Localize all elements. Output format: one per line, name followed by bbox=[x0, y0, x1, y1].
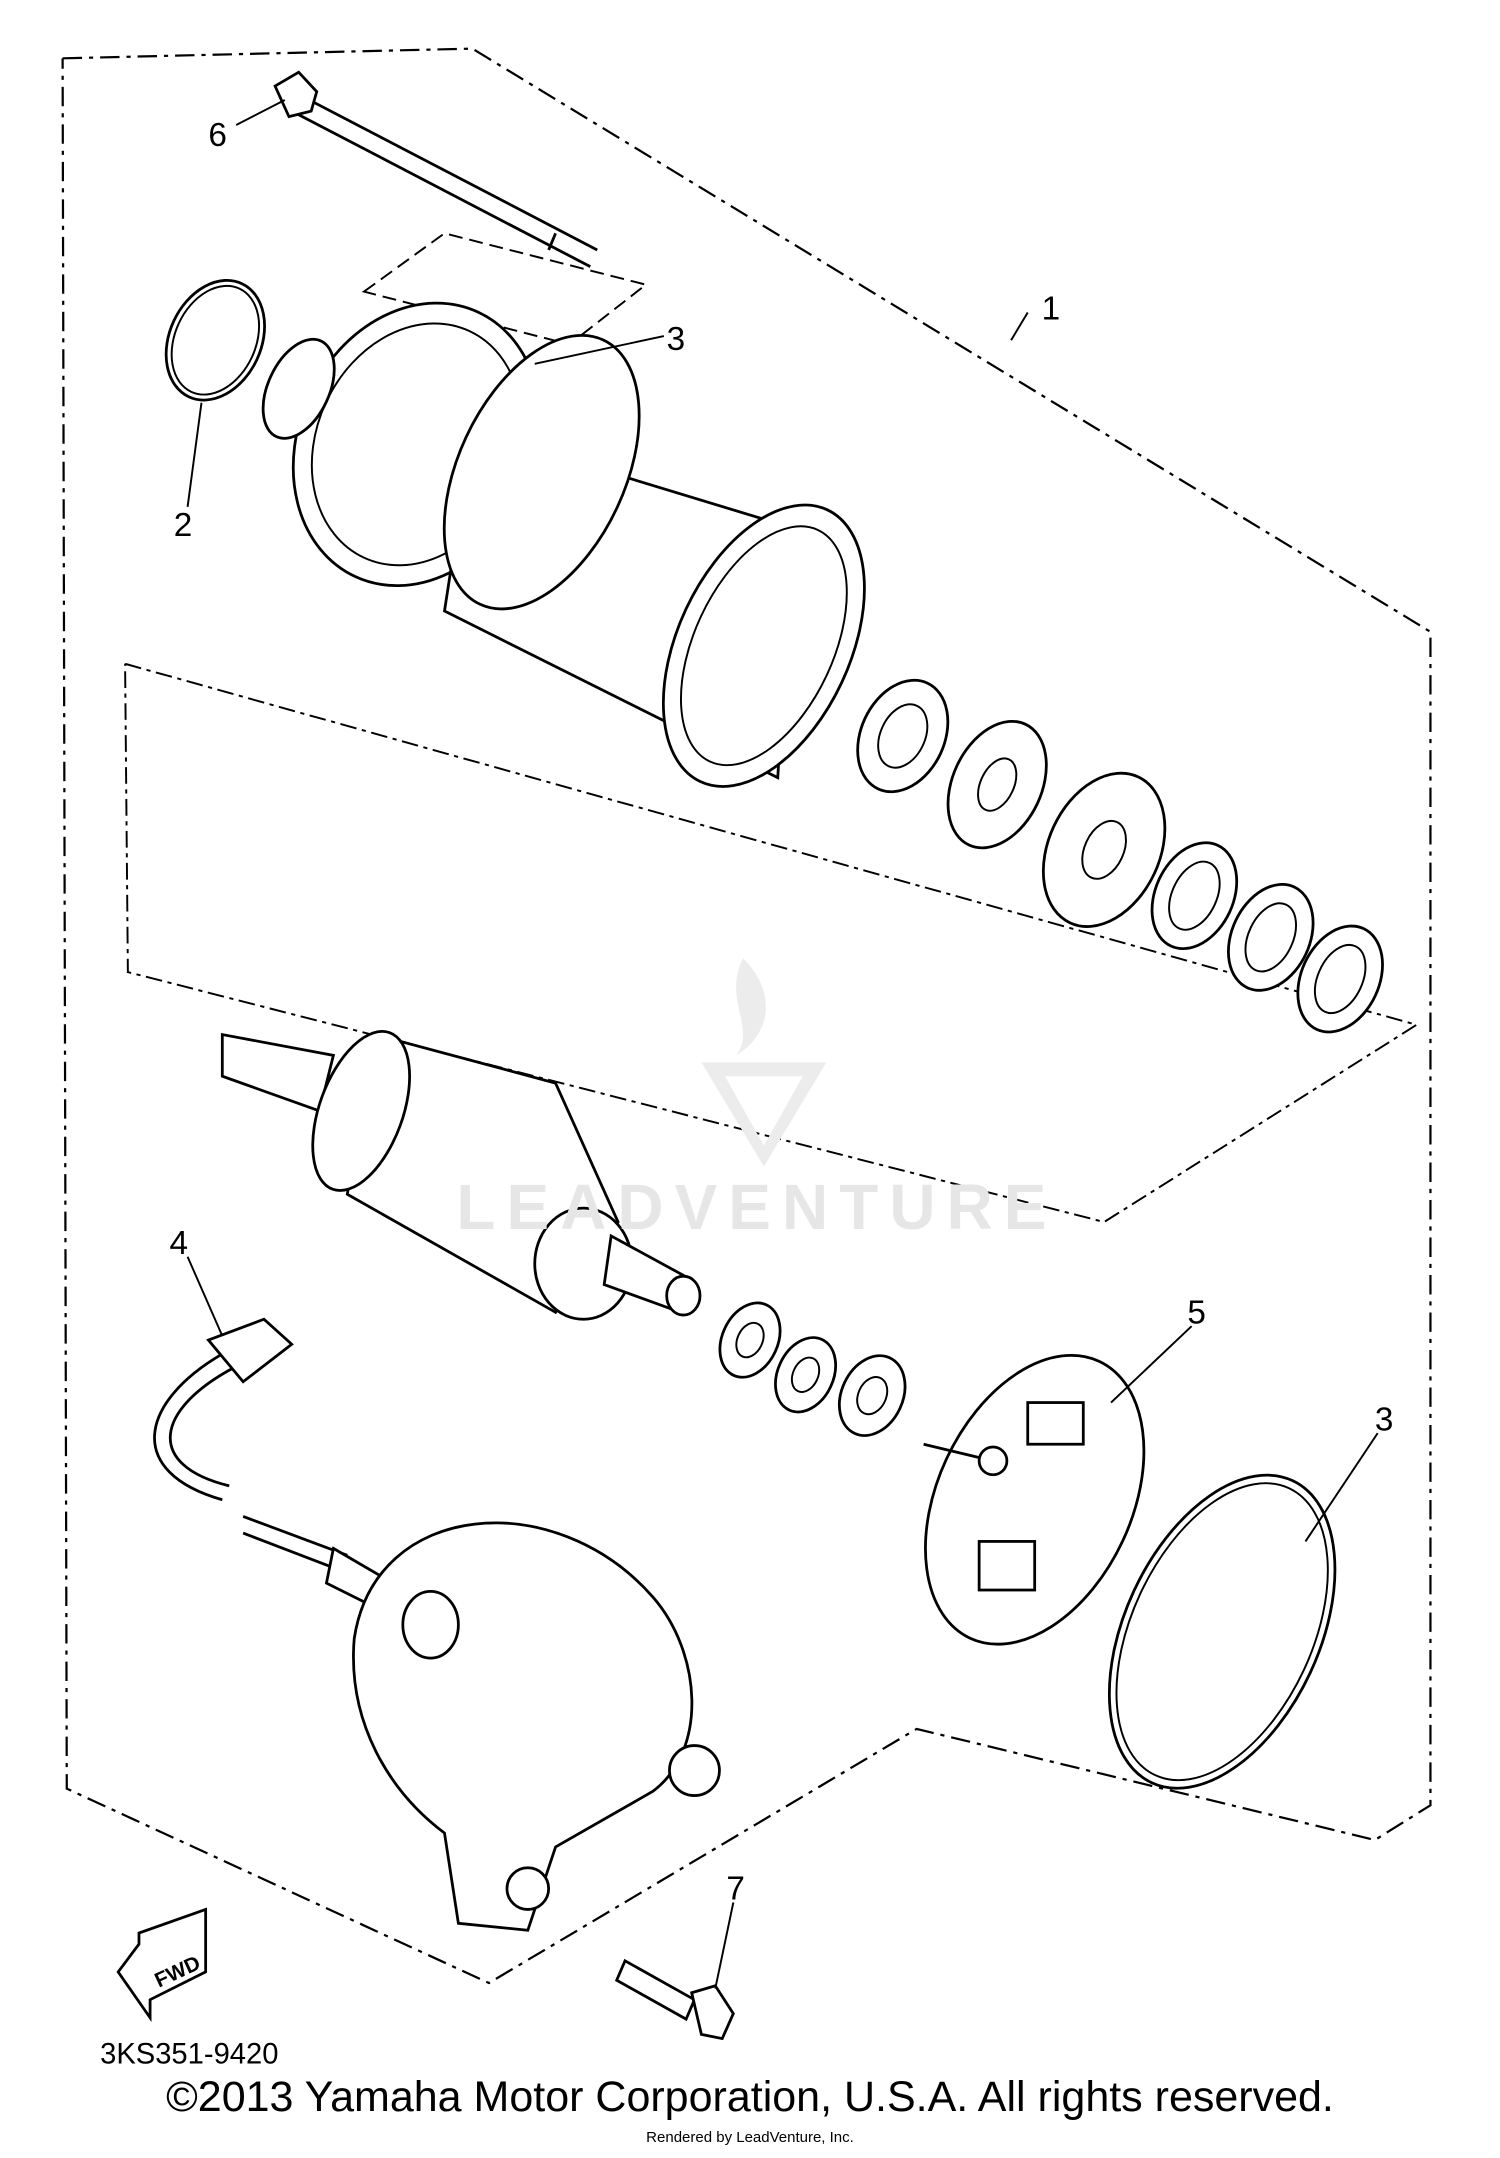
brush-holder bbox=[923, 1353, 1146, 1646]
callout-6: 6 bbox=[208, 117, 227, 154]
small-washers bbox=[718, 1301, 907, 1437]
rear-cover bbox=[352, 1521, 721, 1932]
long-bolt bbox=[273, 70, 598, 268]
watermark-text: LEADVENTURE bbox=[456, 1171, 1057, 1243]
callout-1: 1 bbox=[1042, 290, 1061, 327]
callout-3: 3 bbox=[667, 321, 686, 358]
yoke-housing bbox=[442, 334, 866, 788]
fwd-arrow-icon: FWD bbox=[116, 1907, 208, 2023]
copyright-notice: ©2013 Yamaha Motor Corporation, U.S.A. A… bbox=[166, 2073, 1334, 2121]
part-code: 3KS351-9420 bbox=[100, 2039, 278, 2071]
gasket-box bbox=[361, 232, 649, 346]
callout-5: 5 bbox=[1187, 1294, 1206, 1331]
callout-4: 4 bbox=[170, 1225, 189, 1262]
rendered-by-credit: Rendered by LeadVenture, Inc. bbox=[646, 2129, 854, 2146]
callout-7: 7 bbox=[726, 1871, 745, 1908]
armature-group-boundary bbox=[124, 662, 1419, 1224]
o-ring bbox=[164, 278, 266, 402]
leader-lines bbox=[186, 99, 1379, 1989]
callout-2: 2 bbox=[174, 507, 193, 544]
bearing-and-washers bbox=[856, 678, 1384, 1034]
callout-3-rear: 3 bbox=[1375, 1401, 1394, 1438]
rear-o-ring bbox=[1107, 1473, 1337, 1790]
leadventure-watermark: LEADVENTURE bbox=[456, 958, 1057, 1243]
mounting-bolt bbox=[614, 1958, 735, 2041]
armature bbox=[220, 1029, 702, 1321]
